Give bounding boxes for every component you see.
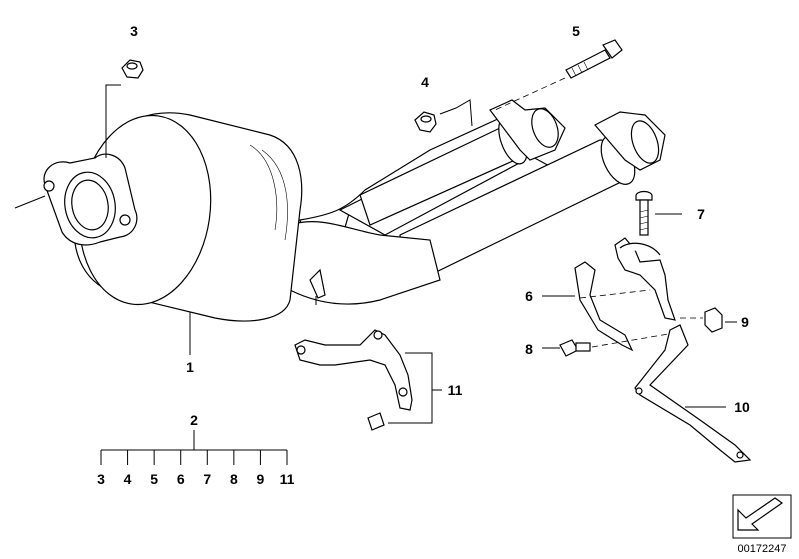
kit-item-label: 6	[177, 471, 185, 487]
bracket-part-10	[634, 324, 752, 463]
nut-part-9	[704, 307, 723, 333]
kit-item-label: 7	[203, 471, 211, 487]
kit-item-label: 4	[124, 471, 132, 487]
kit-item-label: 11	[280, 471, 295, 487]
bolt-part-5	[565, 39, 623, 79]
callout-5: 5	[572, 23, 580, 39]
callout-2: 2	[190, 412, 198, 428]
callout-1: 1	[186, 359, 194, 375]
callout-9: 9	[741, 314, 749, 330]
callout-7: 7	[697, 206, 705, 222]
image-stamp: 00172247	[732, 494, 792, 555]
bolt-part-7	[635, 190, 653, 236]
callout-6: 6	[525, 288, 533, 304]
kit-item-label: 5	[150, 471, 158, 487]
callout-10: 10	[734, 399, 750, 415]
catalytic-converter	[14, 99, 666, 322]
bracket-part-11	[294, 329, 413, 431]
nut-part-4	[414, 111, 437, 133]
kit-item-label: 8	[230, 471, 238, 487]
kit-tree: 2 3 4 5 6 7 8 9 11	[97, 412, 295, 487]
nut-part-3	[121, 59, 144, 79]
callout-4: 4	[421, 74, 429, 90]
clamp-bracket-part-6	[574, 237, 676, 352]
direction-arrow-icon	[737, 497, 784, 531]
callout-11: 11	[448, 382, 463, 398]
bolt-part-8	[559, 339, 591, 357]
callout-3: 3	[130, 23, 138, 39]
callout-8: 8	[525, 341, 533, 357]
image-id: 00172247	[738, 543, 787, 555]
kit-item-label: 3	[97, 471, 105, 487]
kit-item-label: 9	[257, 471, 265, 487]
